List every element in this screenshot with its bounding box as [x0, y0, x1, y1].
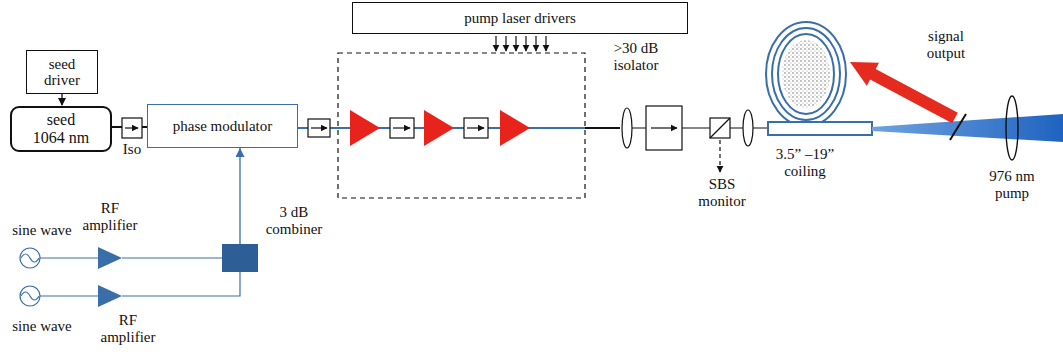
fiber [298, 127, 585, 129]
node-text: 3 dB combiner [262, 204, 326, 237]
driver-box: seed driver [26, 50, 98, 94]
dichroic-mirror [950, 114, 966, 140]
lens [743, 110, 753, 146]
beam-splitter [710, 118, 730, 172]
isolator [646, 106, 682, 150]
connector [112, 126, 147, 128]
amplifier-chain [338, 53, 585, 198]
beam [730, 127, 768, 128]
fiber-coil [766, 22, 872, 135]
lens [622, 108, 632, 148]
beam [632, 127, 710, 128]
component-label: RF amplifier [96, 312, 160, 345]
pump-arrows [496, 36, 546, 51]
rf-sources [20, 247, 240, 307]
output-arrow [850, 62, 958, 123]
component-label: SBS monitor [692, 176, 752, 209]
amplifier-stages [350, 110, 530, 146]
component-label: RF amplifier [78, 200, 142, 233]
node-text: pump laser drivers [464, 10, 576, 27]
node-text: seed 1064 nm [30, 111, 92, 146]
isolator [308, 119, 330, 137]
driver-box: pump laser drivers [352, 2, 688, 34]
component-label: sine wave [4, 318, 80, 335]
lens [1006, 96, 1018, 160]
component-label: Iso [112, 141, 152, 158]
component-label: 3.5” –19” coiling [763, 146, 847, 179]
component-label: >30 dB isolator [604, 40, 668, 73]
node-text: phase modulator [173, 118, 273, 135]
phase-modulator: phase modulator [147, 104, 298, 148]
fiber [585, 127, 620, 129]
pump-beam [872, 114, 1063, 142]
rf-combiner: 3 dB combiner [222, 244, 258, 272]
connector [239, 148, 240, 244]
isolator [122, 118, 142, 138]
node-text: seed driver [37, 56, 87, 89]
component-label: sine wave [4, 222, 80, 239]
seed-laser: seed 1064 nm [10, 106, 112, 152]
component-label: 976 nm pump [982, 168, 1042, 201]
connector [61, 94, 62, 106]
component-label: signal output [916, 28, 976, 61]
